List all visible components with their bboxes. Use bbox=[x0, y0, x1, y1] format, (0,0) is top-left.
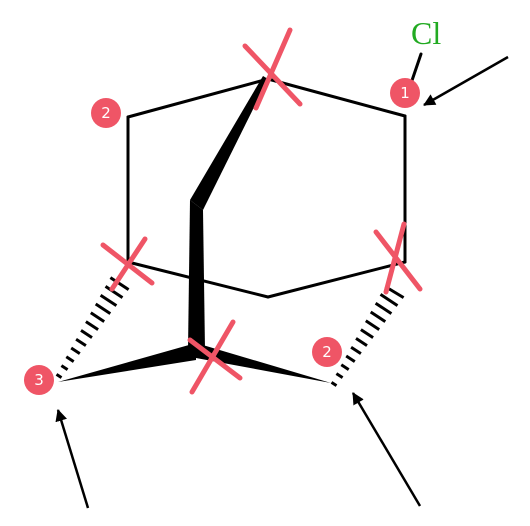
hashed-bonds bbox=[55, 276, 405, 387]
chlorine-label: Cl bbox=[411, 15, 441, 51]
arrow-to-c3 bbox=[55, 409, 90, 509]
arrow-to-lower-right bbox=[351, 392, 422, 507]
wedge-bonds bbox=[58, 76, 331, 383]
badge-c3: 3 bbox=[24, 365, 54, 395]
hash-c3-to-leftmid bbox=[55, 276, 130, 379]
wedge-back-to-c3 bbox=[58, 343, 196, 382]
bond-bottom-rightmid bbox=[266, 260, 407, 299]
skeleton-bonds bbox=[126, 52, 423, 299]
badge-c1-label: 1 bbox=[400, 84, 410, 102]
badge-c2-lower-right: 2 bbox=[312, 337, 342, 367]
badge-c2-upper-left-label: 2 bbox=[101, 104, 111, 122]
badge-c2-lower-right-label: 2 bbox=[322, 343, 332, 361]
badge-c2-upper-left: 2 bbox=[91, 98, 121, 128]
pointer-arrows bbox=[55, 55, 509, 509]
hash-lower-right-to-rightmid bbox=[330, 285, 405, 387]
excluded-position-markers bbox=[100, 27, 423, 395]
badge-c3-label: 3 bbox=[34, 371, 44, 389]
badge-c1: 1 bbox=[390, 78, 420, 108]
cross-mark-left-mid bbox=[100, 236, 155, 292]
bond-top-c1 bbox=[266, 77, 407, 118]
arrow-to-c1 bbox=[423, 55, 509, 107]
cross-mark-top bbox=[242, 27, 303, 111]
cross-mark-right-mid bbox=[373, 221, 423, 295]
wedge-back-vertical bbox=[188, 200, 205, 350]
wedge-top-to-back bbox=[190, 76, 268, 210]
cross-mark-back-bottom bbox=[187, 319, 243, 395]
wedge-back-to-lower-right bbox=[196, 343, 331, 383]
bond-topleft-top bbox=[126, 77, 270, 119]
